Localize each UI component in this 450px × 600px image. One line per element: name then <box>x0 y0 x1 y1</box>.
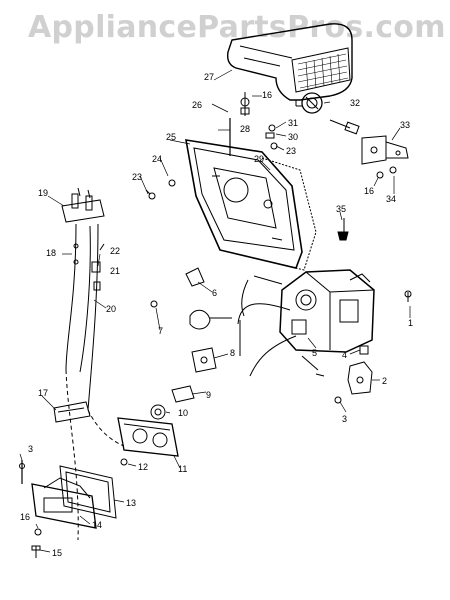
callout-27: 27 <box>204 72 214 82</box>
callout-11: 11 <box>178 464 187 474</box>
chamber-door <box>185 139 303 269</box>
callout-13: 13 <box>126 498 136 508</box>
access-cover <box>53 401 91 423</box>
callout-17: 17 <box>38 388 48 398</box>
callout-25: 25 <box>166 132 176 142</box>
pilot-tubing <box>65 223 105 411</box>
callout-3: 3 <box>342 414 347 424</box>
fasteners-top <box>229 92 397 179</box>
callout-9: 9 <box>206 390 211 400</box>
callout-20: 20 <box>106 304 116 314</box>
callout-14: 14 <box>92 520 102 530</box>
callout-16: 16 <box>364 186 374 196</box>
callout-3: 3 <box>28 444 33 454</box>
burner-orifice <box>295 92 323 114</box>
callout-19: 19 <box>38 188 48 198</box>
burner-assembly <box>226 23 353 101</box>
callout-8: 8 <box>230 348 235 358</box>
callout-33: 33 <box>400 120 410 130</box>
callout-22: 22 <box>110 246 120 256</box>
bracket <box>361 135 409 165</box>
callout-16: 16 <box>20 512 30 522</box>
callout-23: 23 <box>132 172 142 182</box>
igniter <box>189 309 232 330</box>
gas-control-valve <box>279 269 375 353</box>
callout-24: 24 <box>152 154 162 164</box>
callout-16: 16 <box>262 90 272 100</box>
callout-34: 34 <box>386 194 396 204</box>
leader-lines <box>19 69 411 553</box>
callout-10: 10 <box>178 408 188 418</box>
callout-2: 2 <box>382 376 387 386</box>
callout-28: 28 <box>240 124 250 134</box>
callout-31: 31 <box>288 118 298 128</box>
callout-35: 35 <box>336 204 346 214</box>
callout-18: 18 <box>46 248 56 258</box>
callout-26: 26 <box>192 100 202 110</box>
outer-door-panel <box>117 417 179 457</box>
callout-4: 4 <box>342 350 347 360</box>
callout-7: 7 <box>158 326 163 336</box>
callout-30: 30 <box>288 132 298 142</box>
callout-32: 32 <box>350 98 360 108</box>
callout-12: 12 <box>138 462 148 472</box>
callout-29: 29 <box>254 154 264 164</box>
pilot-assembly <box>61 187 105 223</box>
callout-labels: 27 16 26 28 31 30 23 32 33 16 34 25 29 2… <box>20 72 413 558</box>
callout-1: 1 <box>408 318 413 328</box>
manifold-shield <box>31 477 97 529</box>
callout-5: 5 <box>312 348 317 358</box>
callout-21: 21 <box>110 266 120 276</box>
callout-23: 23 <box>286 146 296 156</box>
callout-6: 6 <box>212 288 217 298</box>
callout-15: 15 <box>52 548 62 558</box>
